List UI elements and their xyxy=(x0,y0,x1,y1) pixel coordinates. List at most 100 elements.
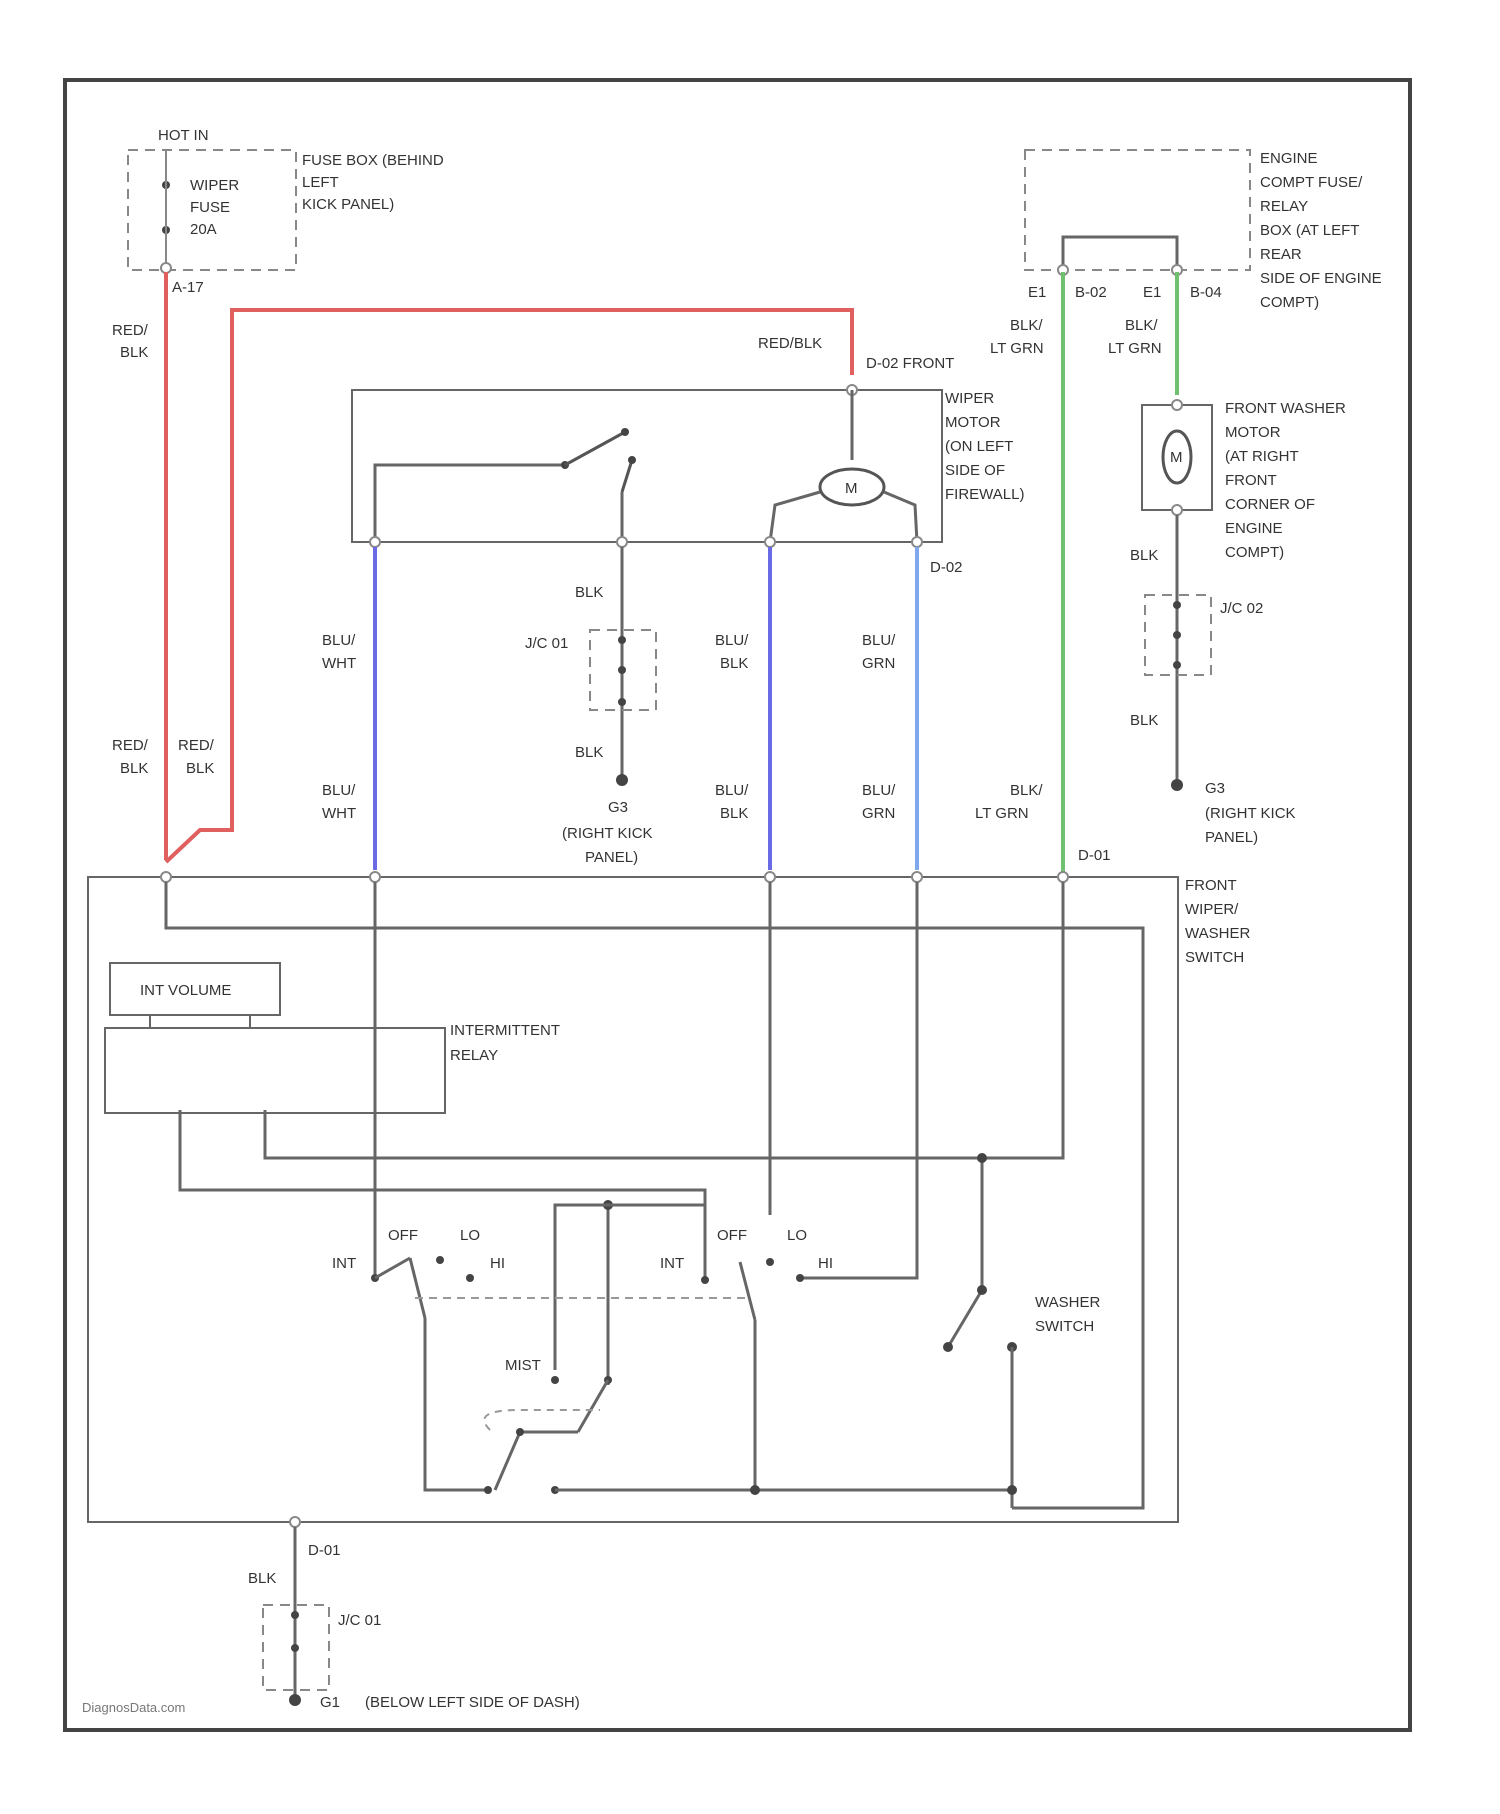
selector-1-contact xyxy=(375,1258,410,1278)
wiper-motor-symbol: M xyxy=(845,480,858,497)
fuse-box-location-3: KICK PANEL) xyxy=(302,196,394,213)
engine-conn-1: B-02 xyxy=(1075,284,1107,301)
fuse-box-location-1: FUSE BOX (BEHIND xyxy=(302,152,444,169)
red-blk-right-label-1: RED/ xyxy=(178,737,215,754)
blu-wht-label-4: WHT xyxy=(322,805,356,822)
selector-1-common xyxy=(425,1318,488,1490)
ground-g3-a-sub-2: PANEL) xyxy=(585,849,638,866)
mist-label: MIST xyxy=(505,1357,541,1374)
washer-motor-label-5: CORNER OF xyxy=(1225,496,1315,513)
ground-g3-a: G3 xyxy=(608,799,628,816)
selector-2-lo: LO xyxy=(787,1227,807,1244)
wiper-motor-label-4: SIDE OF xyxy=(945,462,1005,479)
engine-box-label-6: SIDE OF ENGINE xyxy=(1260,270,1382,287)
wiper-motor-label-1: WIPER xyxy=(945,390,994,407)
relay-out-wire xyxy=(180,1110,705,1280)
blu-grn-label-1: BLU/ xyxy=(862,632,896,649)
red-blk-label-top-2: BLK xyxy=(120,344,148,361)
bottom-blk-label: BLK xyxy=(248,1570,276,1587)
selector-2-int: INT xyxy=(660,1255,684,1272)
blk-ltgrn-label-2: LT GRN xyxy=(990,340,1044,357)
selector-2-hi: HI xyxy=(818,1255,833,1272)
ground-g3-b: G3 xyxy=(1205,780,1225,797)
blk-label-2: BLK xyxy=(575,744,603,761)
engine-box-label-5: REAR xyxy=(1260,246,1302,263)
ground-g1: G1 xyxy=(320,1694,340,1711)
blu-grn-label-3: BLU/ xyxy=(862,782,896,799)
red-blk-wire-motor xyxy=(166,310,852,862)
engine-conn-2: B-04 xyxy=(1190,284,1222,301)
engine-box-label-2: COMPT FUSE/ xyxy=(1260,174,1363,191)
blu-grn-label-2: GRN xyxy=(862,655,895,672)
engine-box-label-1: ENGINE xyxy=(1260,150,1318,167)
selector-1-off: OFF xyxy=(388,1227,418,1244)
selector-1-lo: LO xyxy=(460,1227,480,1244)
bottom-connector-label: D-01 xyxy=(308,1542,341,1559)
blk-ltgrn-label-6: LT GRN xyxy=(975,805,1029,822)
blu-wht-label-1: BLU/ xyxy=(322,632,356,649)
washer-motor-label-2: MOTOR xyxy=(1225,424,1281,441)
red-blk-left-label-1: RED/ xyxy=(112,737,149,754)
motor-brush-low xyxy=(770,492,820,542)
washer-switch-contact xyxy=(948,1290,982,1347)
intermittent-relay-box xyxy=(105,1028,445,1113)
blu-blk-label-1: BLU/ xyxy=(715,632,749,649)
blu-blk-label-3: BLU/ xyxy=(715,782,749,799)
ground-g3-a-sub-1: (RIGHT KICK xyxy=(562,825,653,842)
blu-wht-label-2: WHT xyxy=(322,655,356,672)
engine-box-internal-bus xyxy=(1063,237,1177,270)
washer-motor-label-6: ENGINE xyxy=(1225,520,1283,537)
switch-label-2: WIPER/ xyxy=(1185,901,1239,918)
washer-motor-label-4: FRONT xyxy=(1225,472,1277,489)
motor-bottom-conn: D-02 xyxy=(930,559,963,576)
fuse-name-label: WIPER xyxy=(190,177,239,194)
jc01-label-b: J/C 01 xyxy=(338,1612,381,1629)
switch-power-bus xyxy=(166,882,1143,1508)
fuse-box-location-2: LEFT xyxy=(302,174,339,191)
engine-box-label-3: RELAY xyxy=(1260,198,1308,215)
fuse-pin-label: A-17 xyxy=(172,279,204,296)
blk-ltgrn-label-3: BLK/ xyxy=(1125,317,1158,334)
fuse-name-label-2: FUSE xyxy=(190,199,230,216)
wiper-washer-switch-box xyxy=(88,877,1178,1522)
wiper-motor-label-5: FIREWALL) xyxy=(945,486,1024,503)
blk-label-1: BLK xyxy=(575,584,603,601)
red-blk-left-label-2: BLK xyxy=(120,760,148,777)
motor-connector-label: D-02 FRONT xyxy=(866,355,954,372)
engine-box-label-4: BOX (AT LEFT xyxy=(1260,222,1359,239)
blu-blk-label-4: BLK xyxy=(720,805,748,822)
blu-grn-label-4: GRN xyxy=(862,805,895,822)
blu-grn-internal xyxy=(800,882,917,1278)
relay-label-2: RELAY xyxy=(450,1047,498,1064)
hot-in-label: HOT IN xyxy=(158,127,209,144)
int-volume-label: INT VOLUME xyxy=(140,982,231,999)
motor-brush-high xyxy=(884,492,917,542)
engine-pin-1: E1 xyxy=(1028,284,1046,301)
watermark: DiagnosData.com xyxy=(82,1700,185,1715)
selector-1-blade xyxy=(410,1258,425,1318)
switch-label-3: WASHER xyxy=(1185,925,1250,942)
blk-ltgrn-label-5: BLK/ xyxy=(1010,782,1043,799)
mist-return xyxy=(495,1432,578,1490)
washer-feed-internal xyxy=(265,882,1063,1158)
wiper-motor-label-3: (ON LEFT xyxy=(945,438,1013,455)
washer-motor-label-1: FRONT WASHER xyxy=(1225,400,1346,417)
blu-wht-label-3: BLU/ xyxy=(322,782,356,799)
jc01-label-a: J/C 01 xyxy=(525,635,568,652)
switch-label-1: FRONT xyxy=(1185,877,1237,894)
red-blk-right-label-2: BLK xyxy=(186,760,214,777)
mist-contact xyxy=(578,1380,608,1432)
blu-blk-label-2: BLK xyxy=(720,655,748,672)
washer-motor-symbol: M xyxy=(1170,449,1183,466)
jc02-label: J/C 02 xyxy=(1220,600,1263,617)
selector-1-hi: HI xyxy=(490,1255,505,1272)
washer-motor-label-7: COMPT) xyxy=(1225,544,1284,561)
ground-g3-b-sub-1: (RIGHT KICK xyxy=(1205,805,1296,822)
blk-label-4: BLK xyxy=(1130,712,1158,729)
engine-box-label-7: COMPT) xyxy=(1260,294,1319,311)
relay-label-1: INTERMITTENT xyxy=(450,1022,560,1039)
selector-2-off: OFF xyxy=(717,1227,747,1244)
ground-g3-b-sub-2: PANEL) xyxy=(1205,829,1258,846)
switch-connector-label: D-01 xyxy=(1078,847,1111,864)
